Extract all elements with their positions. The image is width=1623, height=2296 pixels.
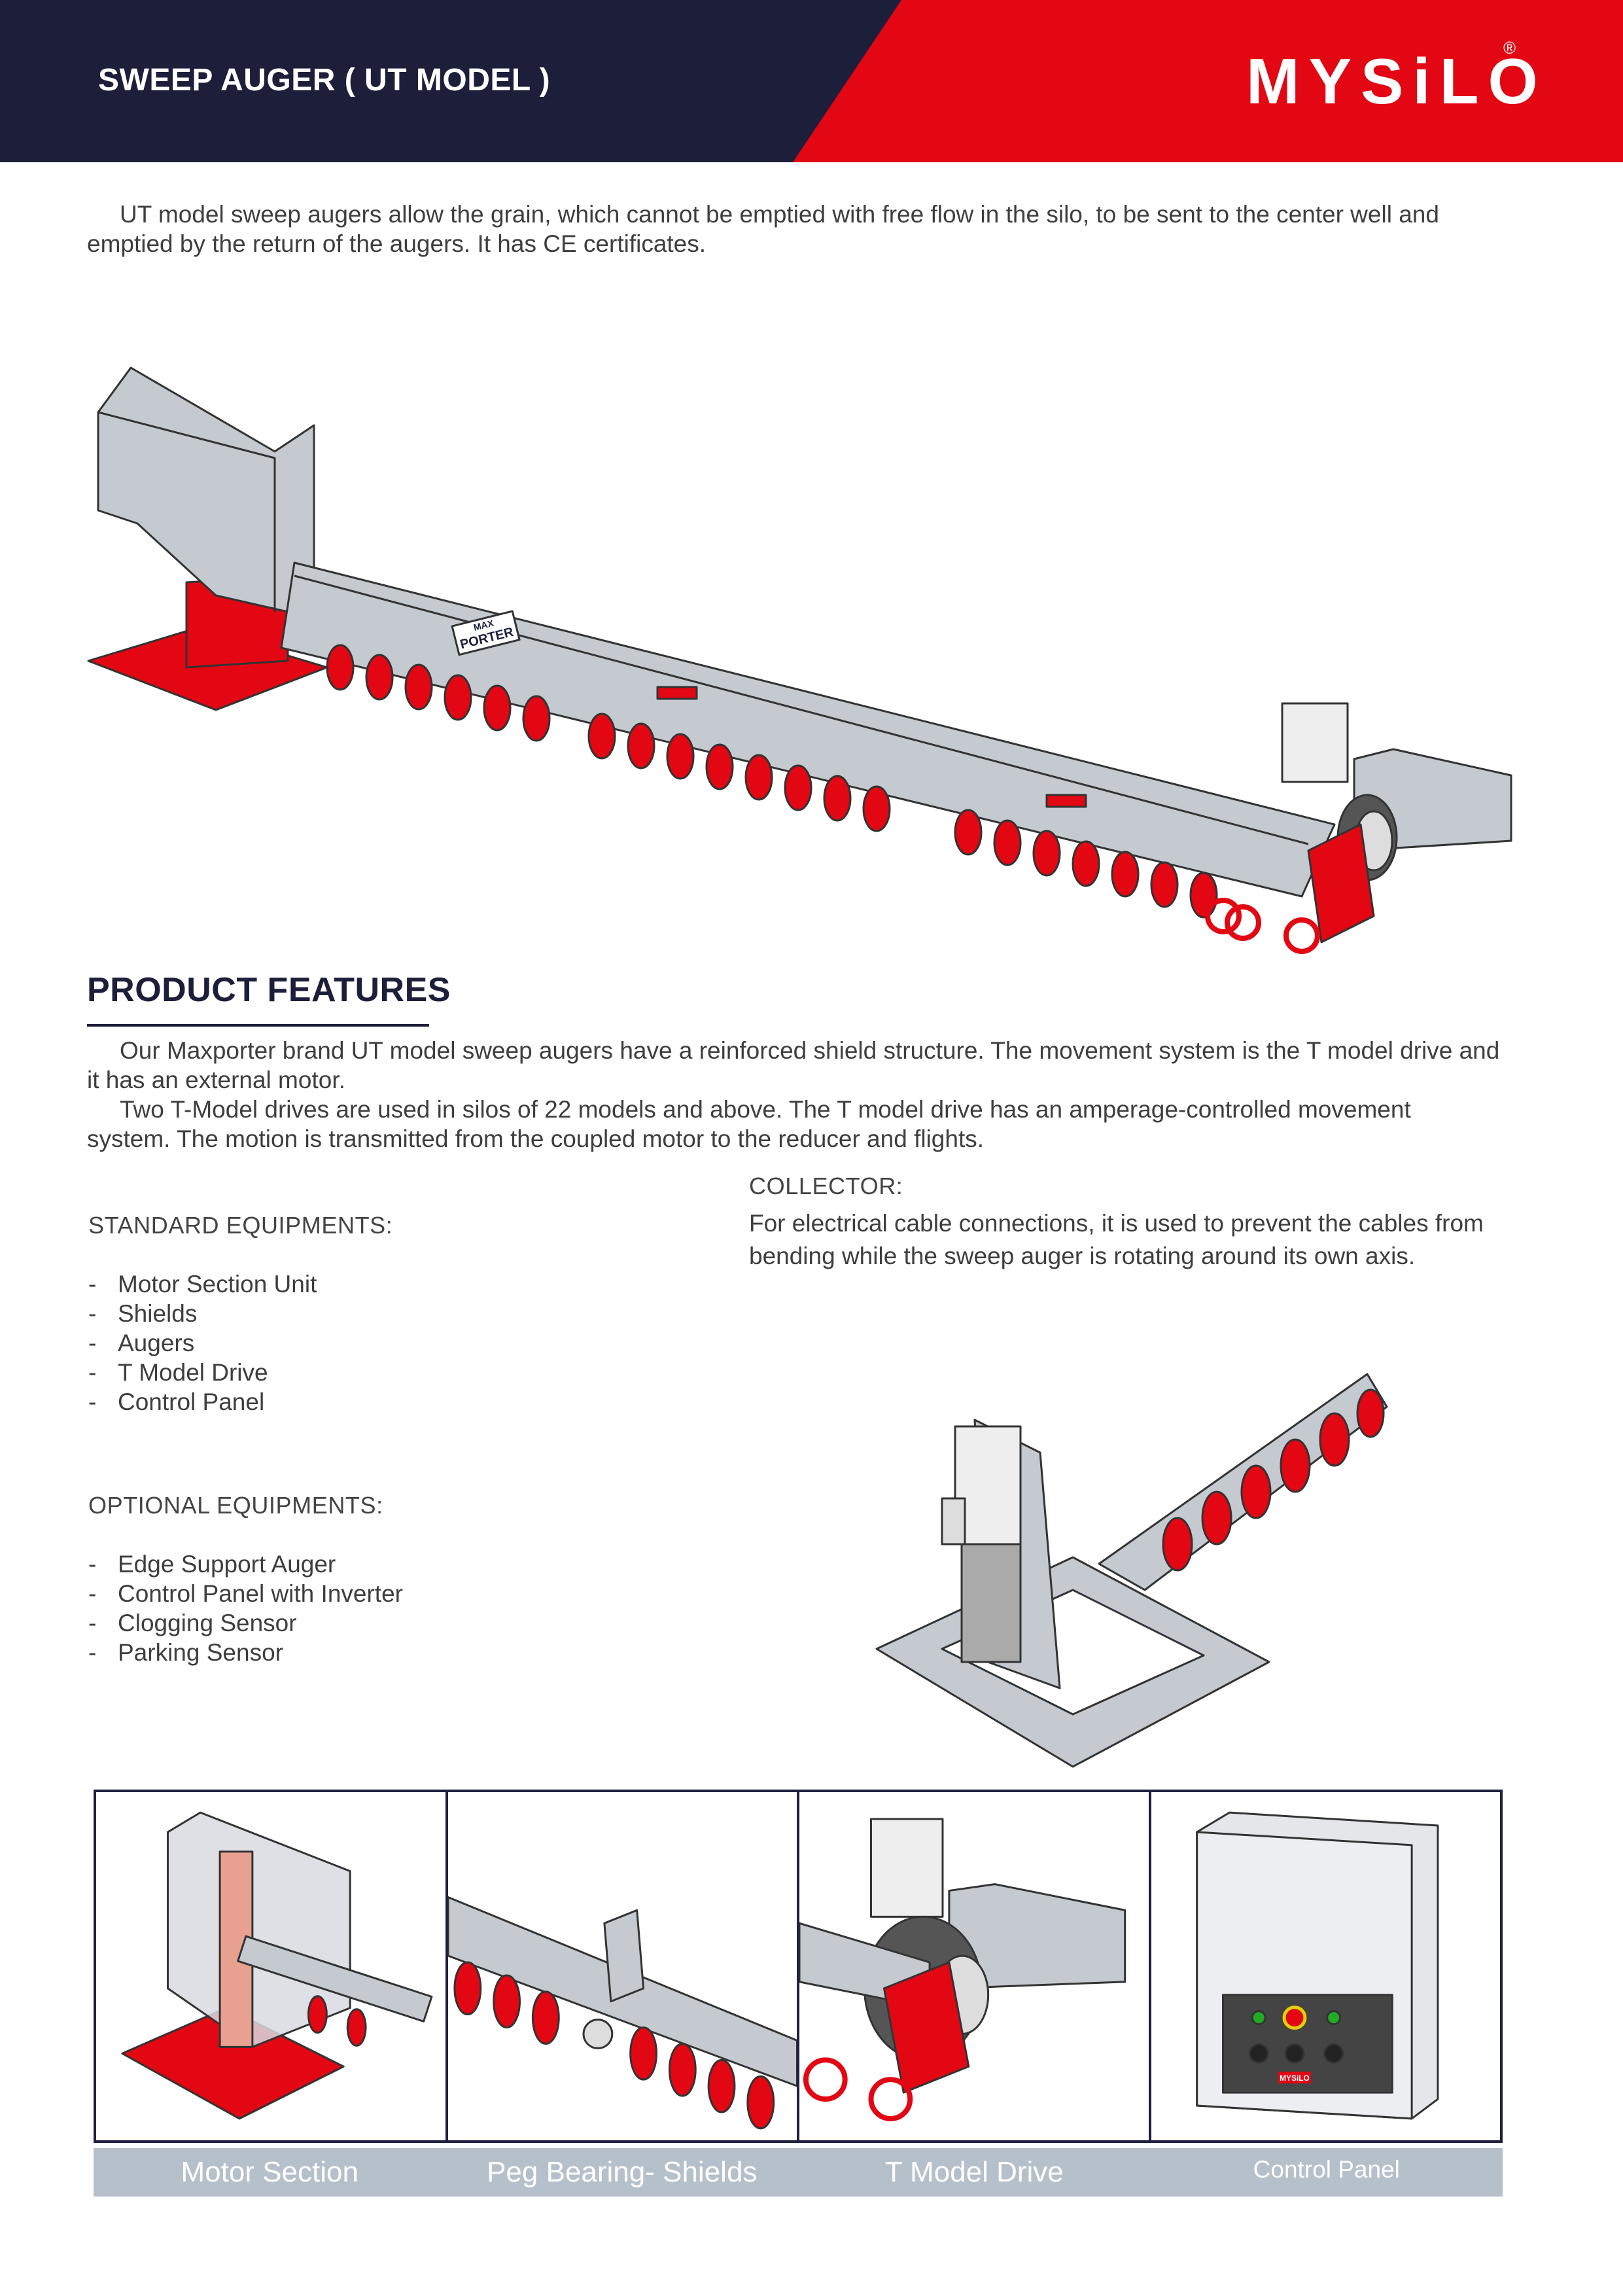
features-text-2: Two T-Model drives are used in silos of … <box>87 1096 1411 1152</box>
brand-logo: MYSiLO <box>1246 45 1547 117</box>
gallery-motor-section <box>96 1792 448 2140</box>
list-item: -Edge Support Auger <box>88 1551 336 1578</box>
intro-paragraph: UT model sweep augers allow the grain, w… <box>87 200 1520 258</box>
caption-peg-bearing-shields: Peg Bearing- Shields <box>487 2156 758 2188</box>
sweep-auger-illustration: MAX PORTER <box>87 366 1512 954</box>
header-banner <box>0 0 1623 162</box>
list-item: -Control Panel with Inverter <box>88 1580 403 1607</box>
caption-t-model-drive: T Model Drive <box>884 2156 1064 2188</box>
gallery-peg-bearing-shields <box>447 1792 799 2140</box>
optional-equipments-list: -Edge Support Auger -Control Panel with … <box>88 1549 403 1667</box>
list-item: -Motor Section Unit <box>88 1271 317 1298</box>
list-item: -Control Panel <box>88 1388 265 1415</box>
registered-mark: ® <box>1503 38 1516 58</box>
gallery-captions: Motor Section Peg Bearing- Shields T Mod… <box>94 2148 1503 2197</box>
auger-flights <box>326 644 1218 919</box>
optional-equipments-heading: OPTIONAL EQUIPMENTS: <box>88 1492 383 1519</box>
standard-equipments-list: -Motor Section Unit -Shields -Augers -T … <box>88 1269 317 1417</box>
product-features-heading: PRODUCT FEATURES <box>87 971 451 1009</box>
gallery-control-panel: MYSiLO <box>1151 1792 1501 2140</box>
caption-motor-section: Motor Section <box>181 2156 358 2188</box>
gallery-t-model-drive <box>799 1792 1151 2140</box>
list-item: -Clogging Sensor <box>88 1610 297 1636</box>
list-item: -Shields <box>88 1300 198 1327</box>
standard-equipments-heading: STANDARD EQUIPMENTS: <box>88 1212 393 1239</box>
collector-description: For electrical cable connections, it is … <box>749 1210 1484 1269</box>
component-gallery: MYSiLO <box>94 1790 1503 2143</box>
maxporter-label-top: MAX <box>472 618 495 633</box>
collector-illustration <box>875 1373 1388 1768</box>
list-item: -T Model Drive <box>88 1359 268 1386</box>
caption-control-panel: Control Panel <box>1253 2156 1400 2183</box>
panel-brand-label: MYSiLO <box>1280 2074 1310 2083</box>
page-title: SWEEP AUGER ( UT MODEL ) <box>98 63 551 97</box>
heading-underline <box>87 1024 429 1027</box>
features-paragraph: Our Maxporter brand UT model sweep auger… <box>87 1036 1500 1154</box>
collector-heading: COLLECTOR: <box>749 1173 903 1199</box>
list-item: -Parking Sensor <box>88 1639 283 1666</box>
intro-text: UT model sweep augers allow the grain, w… <box>87 201 1439 257</box>
features-text-1: Our Maxporter brand UT model sweep auger… <box>87 1037 1500 1093</box>
list-item: -Augers <box>88 1330 195 1356</box>
